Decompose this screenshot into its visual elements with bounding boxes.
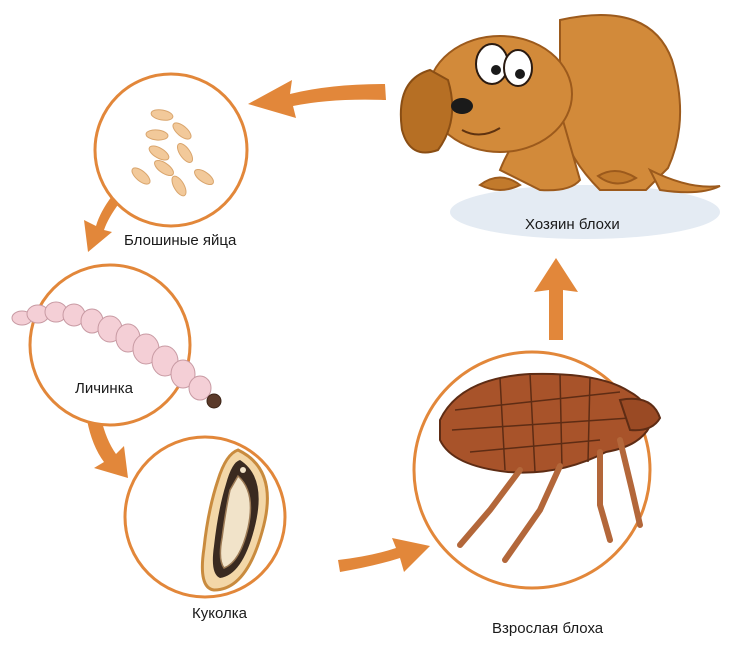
dog-icon xyxy=(401,15,720,192)
larva-stage xyxy=(12,265,221,425)
label-pupa: Куколка xyxy=(192,605,247,622)
arrow-larva-to-pupa xyxy=(87,418,128,478)
arrow-host-to-eggs xyxy=(248,80,386,118)
arrow-adult-to-host xyxy=(534,258,578,340)
label-host: Хозяин блохи xyxy=(525,216,620,233)
label-adult: Взрослая блоха xyxy=(492,620,603,637)
pupa-stage xyxy=(125,437,285,597)
arrow-eggs-to-larva xyxy=(84,196,120,252)
label-eggs: Блошиные яйца xyxy=(124,232,236,249)
eggs-stage xyxy=(95,74,247,226)
label-larva: Личинка xyxy=(75,380,133,397)
adult-stage xyxy=(414,352,660,588)
arrow-pupa-to-adult xyxy=(338,538,430,572)
